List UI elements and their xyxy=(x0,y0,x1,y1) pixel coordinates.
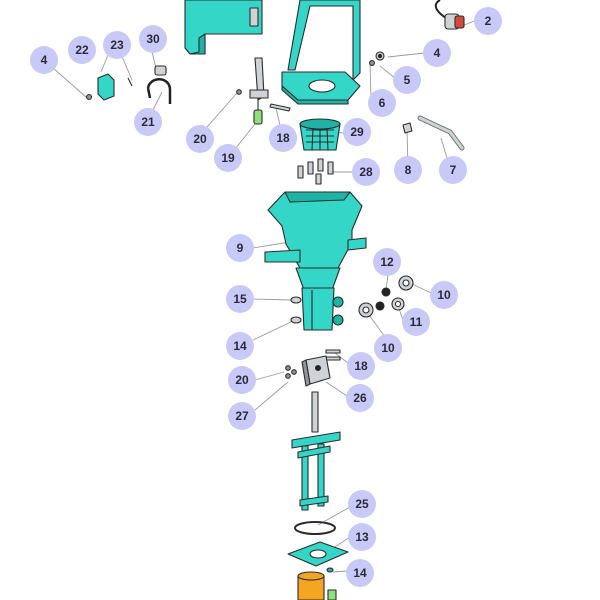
callout-7[interactable]: 7 xyxy=(439,156,467,184)
svg-text:4: 4 xyxy=(41,53,48,67)
basket-filter-part xyxy=(299,118,341,151)
callout-22[interactable]: 22 xyxy=(68,36,96,64)
lever-part xyxy=(236,57,269,125)
callout-10-lower[interactable]: 10 xyxy=(374,334,402,362)
callout-23[interactable]: 23 xyxy=(103,31,131,59)
clip-and-rod-parts xyxy=(402,115,465,151)
leader-lines xyxy=(43,20,475,573)
svg-text:8: 8 xyxy=(405,163,412,177)
callout-25[interactable]: 25 xyxy=(348,490,376,518)
nut-washer-parts-right xyxy=(369,51,385,66)
svg-text:15: 15 xyxy=(233,292,247,306)
callout-18-lower[interactable]: 18 xyxy=(347,352,375,380)
svg-text:30: 30 xyxy=(146,32,160,46)
callout-30[interactable]: 30 xyxy=(139,25,167,53)
callout-27[interactable]: 27 xyxy=(228,402,256,430)
agitator-shaft-part xyxy=(291,391,341,511)
hopper-funnel-part xyxy=(264,191,367,331)
callout-20-lower[interactable]: 20 xyxy=(228,366,256,394)
svg-text:22: 22 xyxy=(75,43,89,57)
cylinder-part xyxy=(297,567,337,600)
svg-text:25: 25 xyxy=(355,497,369,511)
lower-screws-part xyxy=(285,349,341,379)
callout-12[interactable]: 12 xyxy=(373,248,401,276)
svg-text:21: 21 xyxy=(141,115,155,129)
housing-panel-part xyxy=(184,0,263,55)
svg-text:20: 20 xyxy=(193,132,207,146)
callout-14-middle[interactable]: 14 xyxy=(226,332,254,360)
pin-part xyxy=(269,103,291,112)
svg-text:19: 19 xyxy=(221,151,235,165)
callout-19[interactable]: 19 xyxy=(214,144,242,172)
svg-text:5: 5 xyxy=(404,73,411,87)
svg-text:14: 14 xyxy=(353,566,367,580)
cable-loop-part xyxy=(146,65,172,104)
callout-13[interactable]: 13 xyxy=(348,523,376,551)
screw-set-part xyxy=(297,158,334,185)
svg-text:26: 26 xyxy=(353,391,367,405)
o-ring-part xyxy=(294,521,336,535)
callout-15[interactable]: 15 xyxy=(226,285,254,313)
callout-9[interactable]: 9 xyxy=(226,234,254,262)
svg-text:2: 2 xyxy=(485,14,492,28)
svg-text:27: 27 xyxy=(235,409,249,423)
svg-text:11: 11 xyxy=(410,315,423,329)
svg-text:18: 18 xyxy=(276,131,290,145)
callout-badges: 2 4 4 5 6 7 8 9 10 10 11 12 13 14 14 15 … xyxy=(30,7,502,587)
callout-28[interactable]: 28 xyxy=(352,158,380,186)
callout-21[interactable]: 21 xyxy=(134,108,162,136)
hopper-washers xyxy=(290,296,302,324)
svg-text:10: 10 xyxy=(381,341,395,355)
callout-20-upper[interactable]: 20 xyxy=(186,125,214,153)
callout-10-upper[interactable]: 10 xyxy=(430,281,458,309)
svg-text:14: 14 xyxy=(233,339,247,353)
svg-text:6: 6 xyxy=(379,96,386,110)
callout-6[interactable]: 6 xyxy=(368,89,396,117)
callout-18-upper[interactable]: 18 xyxy=(269,124,297,152)
callout-11[interactable]: 11 xyxy=(402,308,430,336)
plug-cable-part xyxy=(434,0,465,30)
callout-8[interactable]: 8 xyxy=(394,156,422,184)
callout-14-bottom[interactable]: 14 xyxy=(346,559,374,587)
callout-26[interactable]: 26 xyxy=(346,384,374,412)
flange-plate-part xyxy=(287,541,349,567)
callout-5[interactable]: 5 xyxy=(393,66,421,94)
svg-text:9: 9 xyxy=(237,241,244,255)
svg-text:12: 12 xyxy=(380,255,394,269)
svg-text:29: 29 xyxy=(350,125,364,139)
valve-block-part xyxy=(301,355,331,387)
svg-text:28: 28 xyxy=(359,165,373,179)
callout-2[interactable]: 2 xyxy=(474,7,502,35)
callout-4-right[interactable]: 4 xyxy=(423,39,451,67)
main-frame-part xyxy=(281,0,361,105)
svg-text:18: 18 xyxy=(354,359,368,373)
svg-text:7: 7 xyxy=(450,163,457,177)
callout-4-left[interactable]: 4 xyxy=(30,46,58,74)
bracket-part xyxy=(85,73,133,101)
svg-text:13: 13 xyxy=(355,530,369,544)
svg-text:23: 23 xyxy=(110,38,124,52)
fitting-parts-right xyxy=(358,275,414,318)
svg-text:10: 10 xyxy=(437,288,451,302)
svg-text:20: 20 xyxy=(235,373,249,387)
callout-29[interactable]: 29 xyxy=(343,118,371,146)
svg-text:4: 4 xyxy=(434,46,441,60)
